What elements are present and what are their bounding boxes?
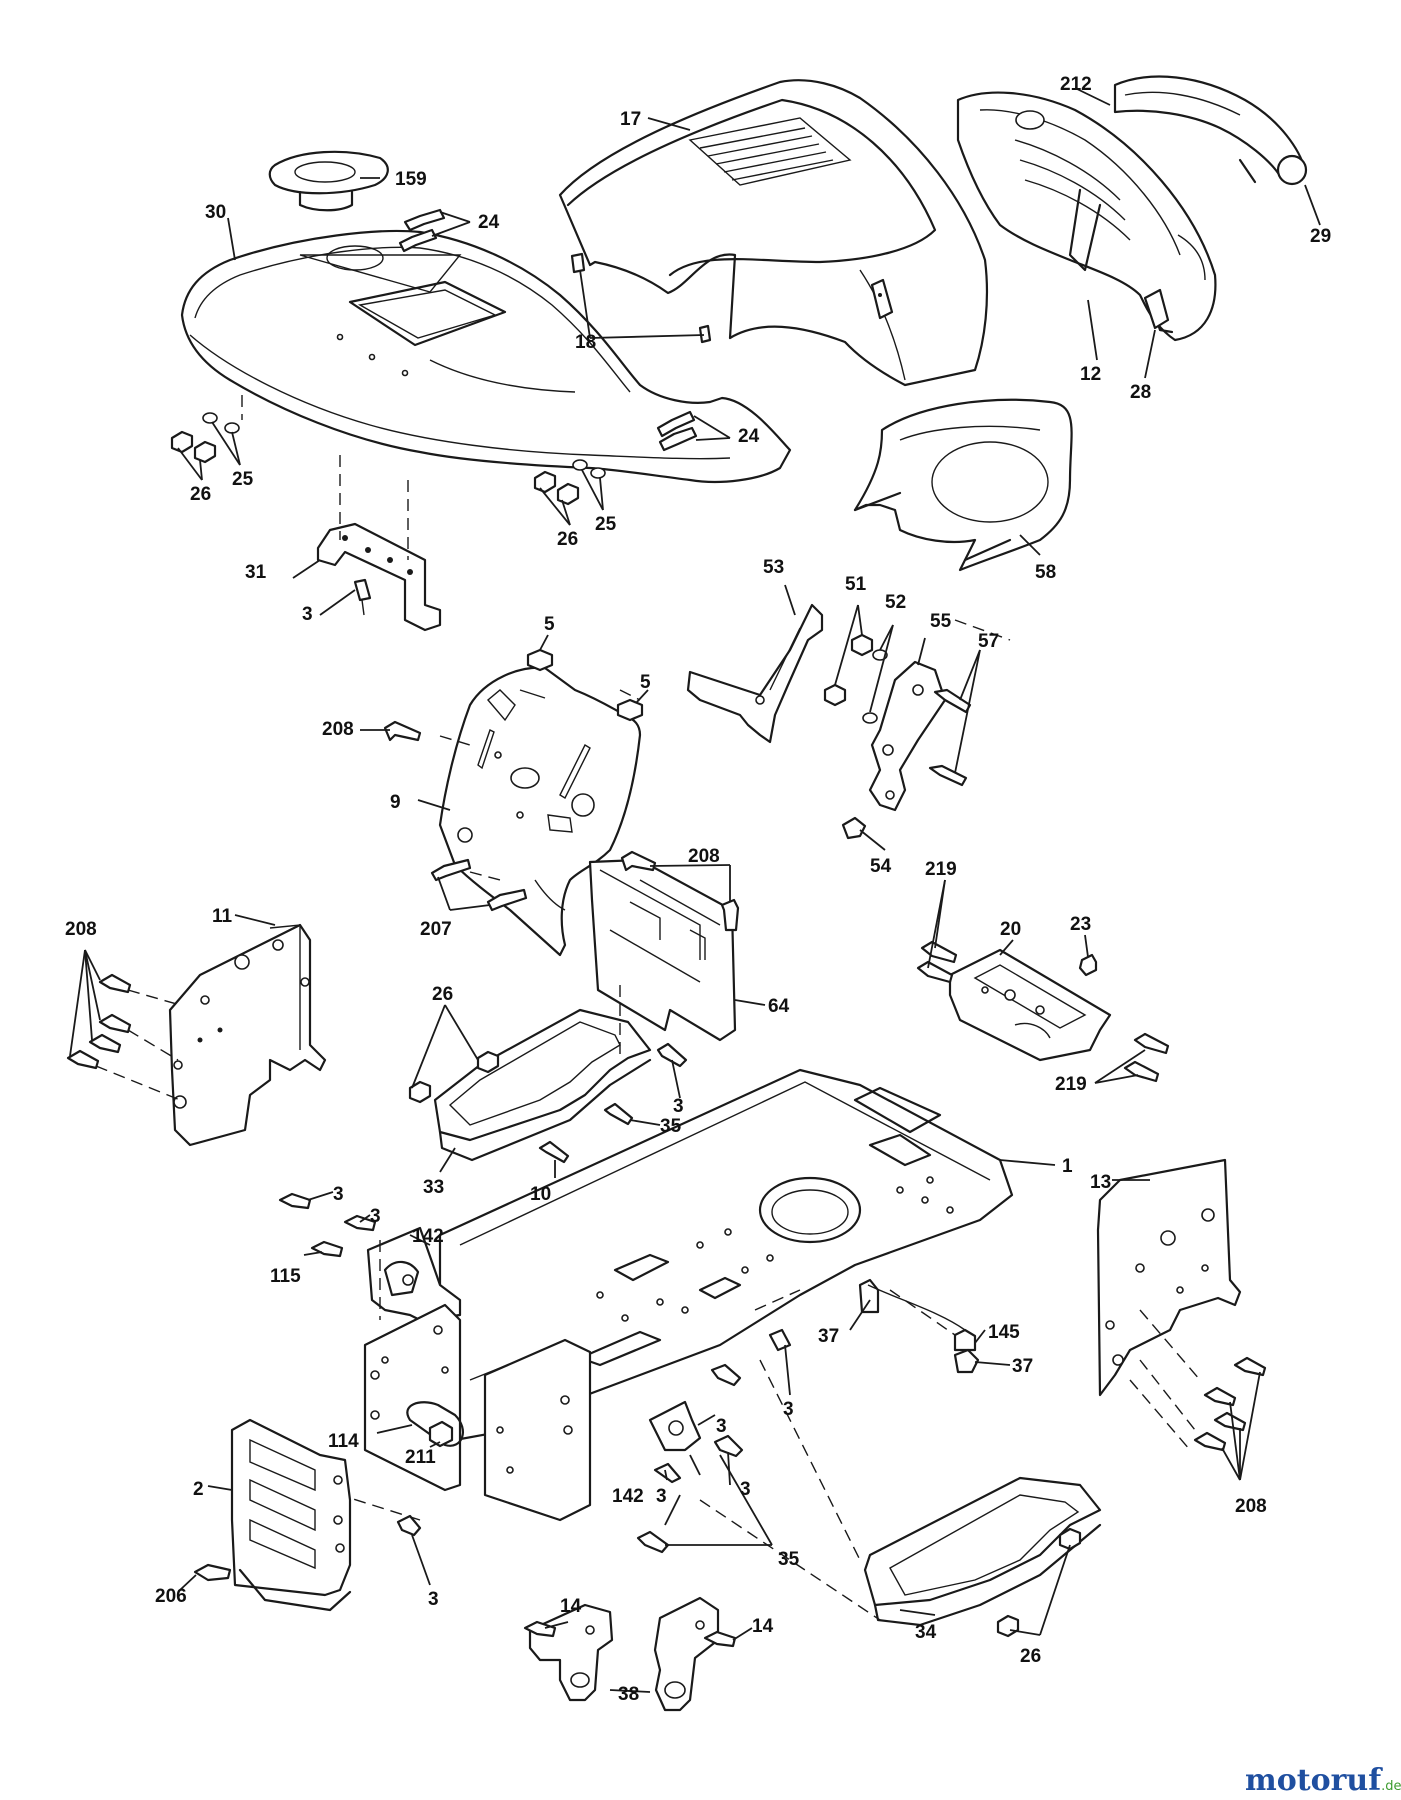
callout-26-footrest34: 26 (1020, 1646, 1041, 1667)
callout-142-lower: 142 (612, 1486, 644, 1507)
callout-23: 23 (1070, 914, 1091, 935)
callout-51: 51 (845, 574, 867, 595)
callout-54: 54 (870, 856, 892, 877)
callout-25-mid: 25 (595, 514, 617, 535)
callout-211: 211 (405, 1447, 436, 1468)
bracket-part-53 (686, 603, 824, 744)
callout-14-right: 14 (752, 1616, 774, 1637)
callout-3-bracket2: 3 (428, 1589, 439, 1610)
callout-28: 28 (1130, 382, 1151, 403)
callout-25-left: 25 (232, 469, 254, 490)
callout-145: 145 (988, 1322, 1020, 1343)
callout-24-lower: 24 (738, 426, 760, 447)
fender-part-30 (180, 229, 792, 483)
callout-20: 20 (1000, 919, 1021, 940)
bumper-part-29 (1113, 75, 1308, 186)
callout-35-lower: 35 (778, 1549, 800, 1570)
callout-64: 64 (768, 996, 790, 1017)
callout-114: 114 (328, 1431, 359, 1452)
callout-52: 52 (885, 592, 906, 613)
callout-18: 18 (575, 332, 596, 353)
callout-30: 30 (205, 202, 226, 223)
callout-3-top-b: 3 (370, 1206, 381, 1227)
callout-24-upper: 24 (478, 212, 500, 233)
callout-13: 13 (1090, 1172, 1111, 1193)
shroud-part-58 (853, 398, 1073, 572)
assembly-lines (95, 395, 1201, 1621)
callout-1: 1 (1062, 1156, 1073, 1177)
callout-208-panel13: 208 (1235, 1496, 1267, 1517)
callout-53: 53 (763, 557, 784, 578)
callout-26-footrest33: 26 (432, 984, 453, 1005)
callout-2: 2 (193, 1479, 204, 1500)
callout-11: 11 (212, 906, 233, 927)
callout-17: 17 (620, 109, 641, 130)
callout-3-lower-a: 3 (656, 1486, 667, 1507)
callout-3-top-a: 3 (333, 1184, 344, 1205)
callout-3-center-a: 3 (783, 1399, 794, 1420)
bracket-part-31 (316, 522, 442, 632)
watermark-logo: motoruf.de (1245, 1763, 1401, 1798)
callout-207: 207 (420, 919, 452, 940)
callout-212: 212 (1060, 74, 1092, 95)
callout-3-bracket31: 3 (302, 604, 313, 625)
callout-206: 206 (155, 1586, 187, 1607)
callout-5-right: 5 (640, 672, 651, 693)
callout-12: 12 (1080, 364, 1101, 385)
callout-35-upper: 35 (660, 1116, 682, 1137)
callout-29: 29 (1310, 226, 1331, 247)
clip-part-18 (570, 252, 712, 344)
leader-lines (69, 87, 1321, 1693)
callout-labels: 17 212 159 30 24 29 18 12 28 24 26 25 26… (65, 74, 1331, 1705)
cap-part-159 (268, 150, 389, 212)
callout-9: 9 (390, 792, 401, 813)
callout-3-lower-b: 3 (740, 1479, 751, 1500)
clip-part-28 (1143, 288, 1170, 330)
plate-part-20 (948, 948, 1112, 1062)
watermark-suffix: .de (1381, 1779, 1401, 1794)
watermark-main: motoruf (1245, 1763, 1383, 1798)
callout-3-center-b: 3 (716, 1416, 727, 1437)
callout-55: 55 (930, 611, 952, 632)
plate-part-142-lower (483, 1338, 702, 1522)
callout-38: 38 (618, 1684, 639, 1705)
clip-part-12 (870, 278, 894, 320)
callout-26-left: 26 (190, 484, 211, 505)
footrest-part-33 (433, 1008, 652, 1162)
footrest-part-34 (863, 1476, 1102, 1627)
callout-37-left: 37 (818, 1326, 839, 1347)
callout-142-upper: 142 (412, 1226, 444, 1247)
callout-58: 58 (1035, 562, 1056, 583)
callout-208-dash: 208 (322, 719, 354, 740)
callout-33: 33 (423, 1177, 444, 1198)
bracket-part-64 (588, 858, 737, 1042)
callout-34: 34 (915, 1622, 937, 1643)
grille-part-212 (956, 91, 1217, 342)
callout-57: 57 (978, 631, 999, 652)
side-panel-part-11 (168, 923, 327, 1147)
callout-5-left: 5 (544, 614, 555, 635)
callout-219-upper: 219 (925, 859, 957, 880)
bracket-part-55 (868, 660, 947, 812)
hardware (66, 208, 1267, 1648)
callout-37-right: 37 (1012, 1356, 1033, 1377)
hood-part-17 (558, 79, 989, 387)
nut-part-23 (1078, 953, 1098, 977)
callout-219-lower: 219 (1055, 1074, 1087, 1095)
front-bracket-part-2 (230, 1418, 352, 1612)
callout-3-footrest33: 3 (673, 1096, 684, 1117)
callout-115: 115 (270, 1266, 301, 1287)
callout-26-mid: 26 (557, 529, 578, 550)
callout-208-panel11: 208 (65, 919, 97, 940)
side-panel-part-13 (1096, 1158, 1242, 1397)
callout-208-bracket64: 208 (688, 846, 720, 867)
callout-10: 10 (530, 1184, 551, 1205)
watermark-text: motoruf.de (1245, 1763, 1401, 1798)
callout-31: 31 (245, 562, 267, 583)
callout-14-left: 14 (560, 1596, 582, 1617)
callout-159: 159 (395, 169, 427, 190)
